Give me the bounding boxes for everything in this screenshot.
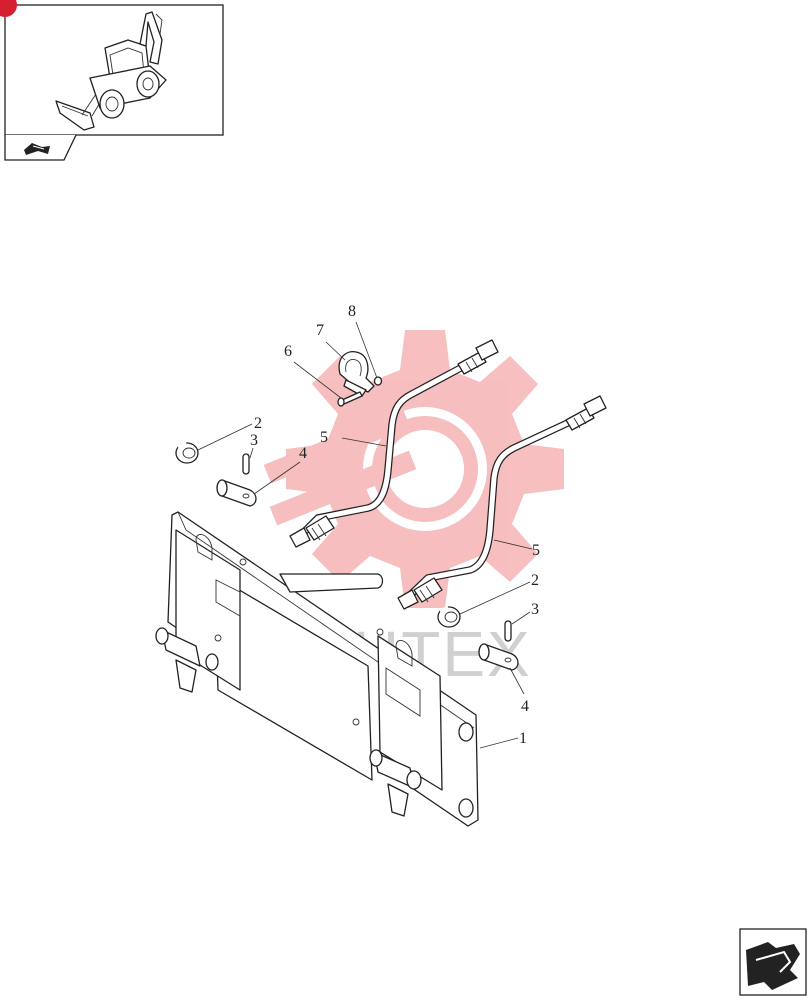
callout-1: 1 — [519, 730, 527, 747]
hose-lower — [397, 395, 607, 610]
roll-pin-left — [242, 453, 250, 475]
roll-pin-right — [504, 620, 512, 642]
leader-lines — [197, 321, 533, 749]
callout-2-left: 2 — [254, 415, 262, 432]
pin-left — [216, 479, 257, 507]
circlip-left — [175, 441, 199, 464]
callout-5-upper: 5 — [320, 429, 328, 446]
callout-8: 8 — [348, 303, 356, 320]
book-arrow-icon[interactable] — [24, 143, 50, 155]
watermark-gear-icon — [263, 330, 564, 608]
callout-4-right: 4 — [521, 698, 529, 715]
hose-upper — [289, 339, 499, 548]
clamp-bolt — [337, 391, 363, 407]
callout-5-lower: 5 — [532, 542, 540, 559]
pin-right — [478, 643, 519, 671]
callout-3-left: 3 — [250, 432, 258, 449]
circlip-right — [437, 605, 461, 628]
callout-3-right: 3 — [531, 601, 539, 618]
callout-4-left: 4 — [299, 445, 307, 462]
red-marker-icon — [0, 0, 17, 17]
coupler-plate — [155, 511, 479, 827]
next-page-button[interactable] — [739, 928, 807, 996]
next-arrow-icon — [746, 942, 800, 990]
callout-7: 7 — [316, 322, 324, 339]
callout-6: 6 — [284, 343, 292, 360]
backhoe-loader-icon — [55, 11, 167, 131]
clamp-nut — [373, 376, 383, 386]
callout-2-right: 2 — [531, 572, 539, 589]
